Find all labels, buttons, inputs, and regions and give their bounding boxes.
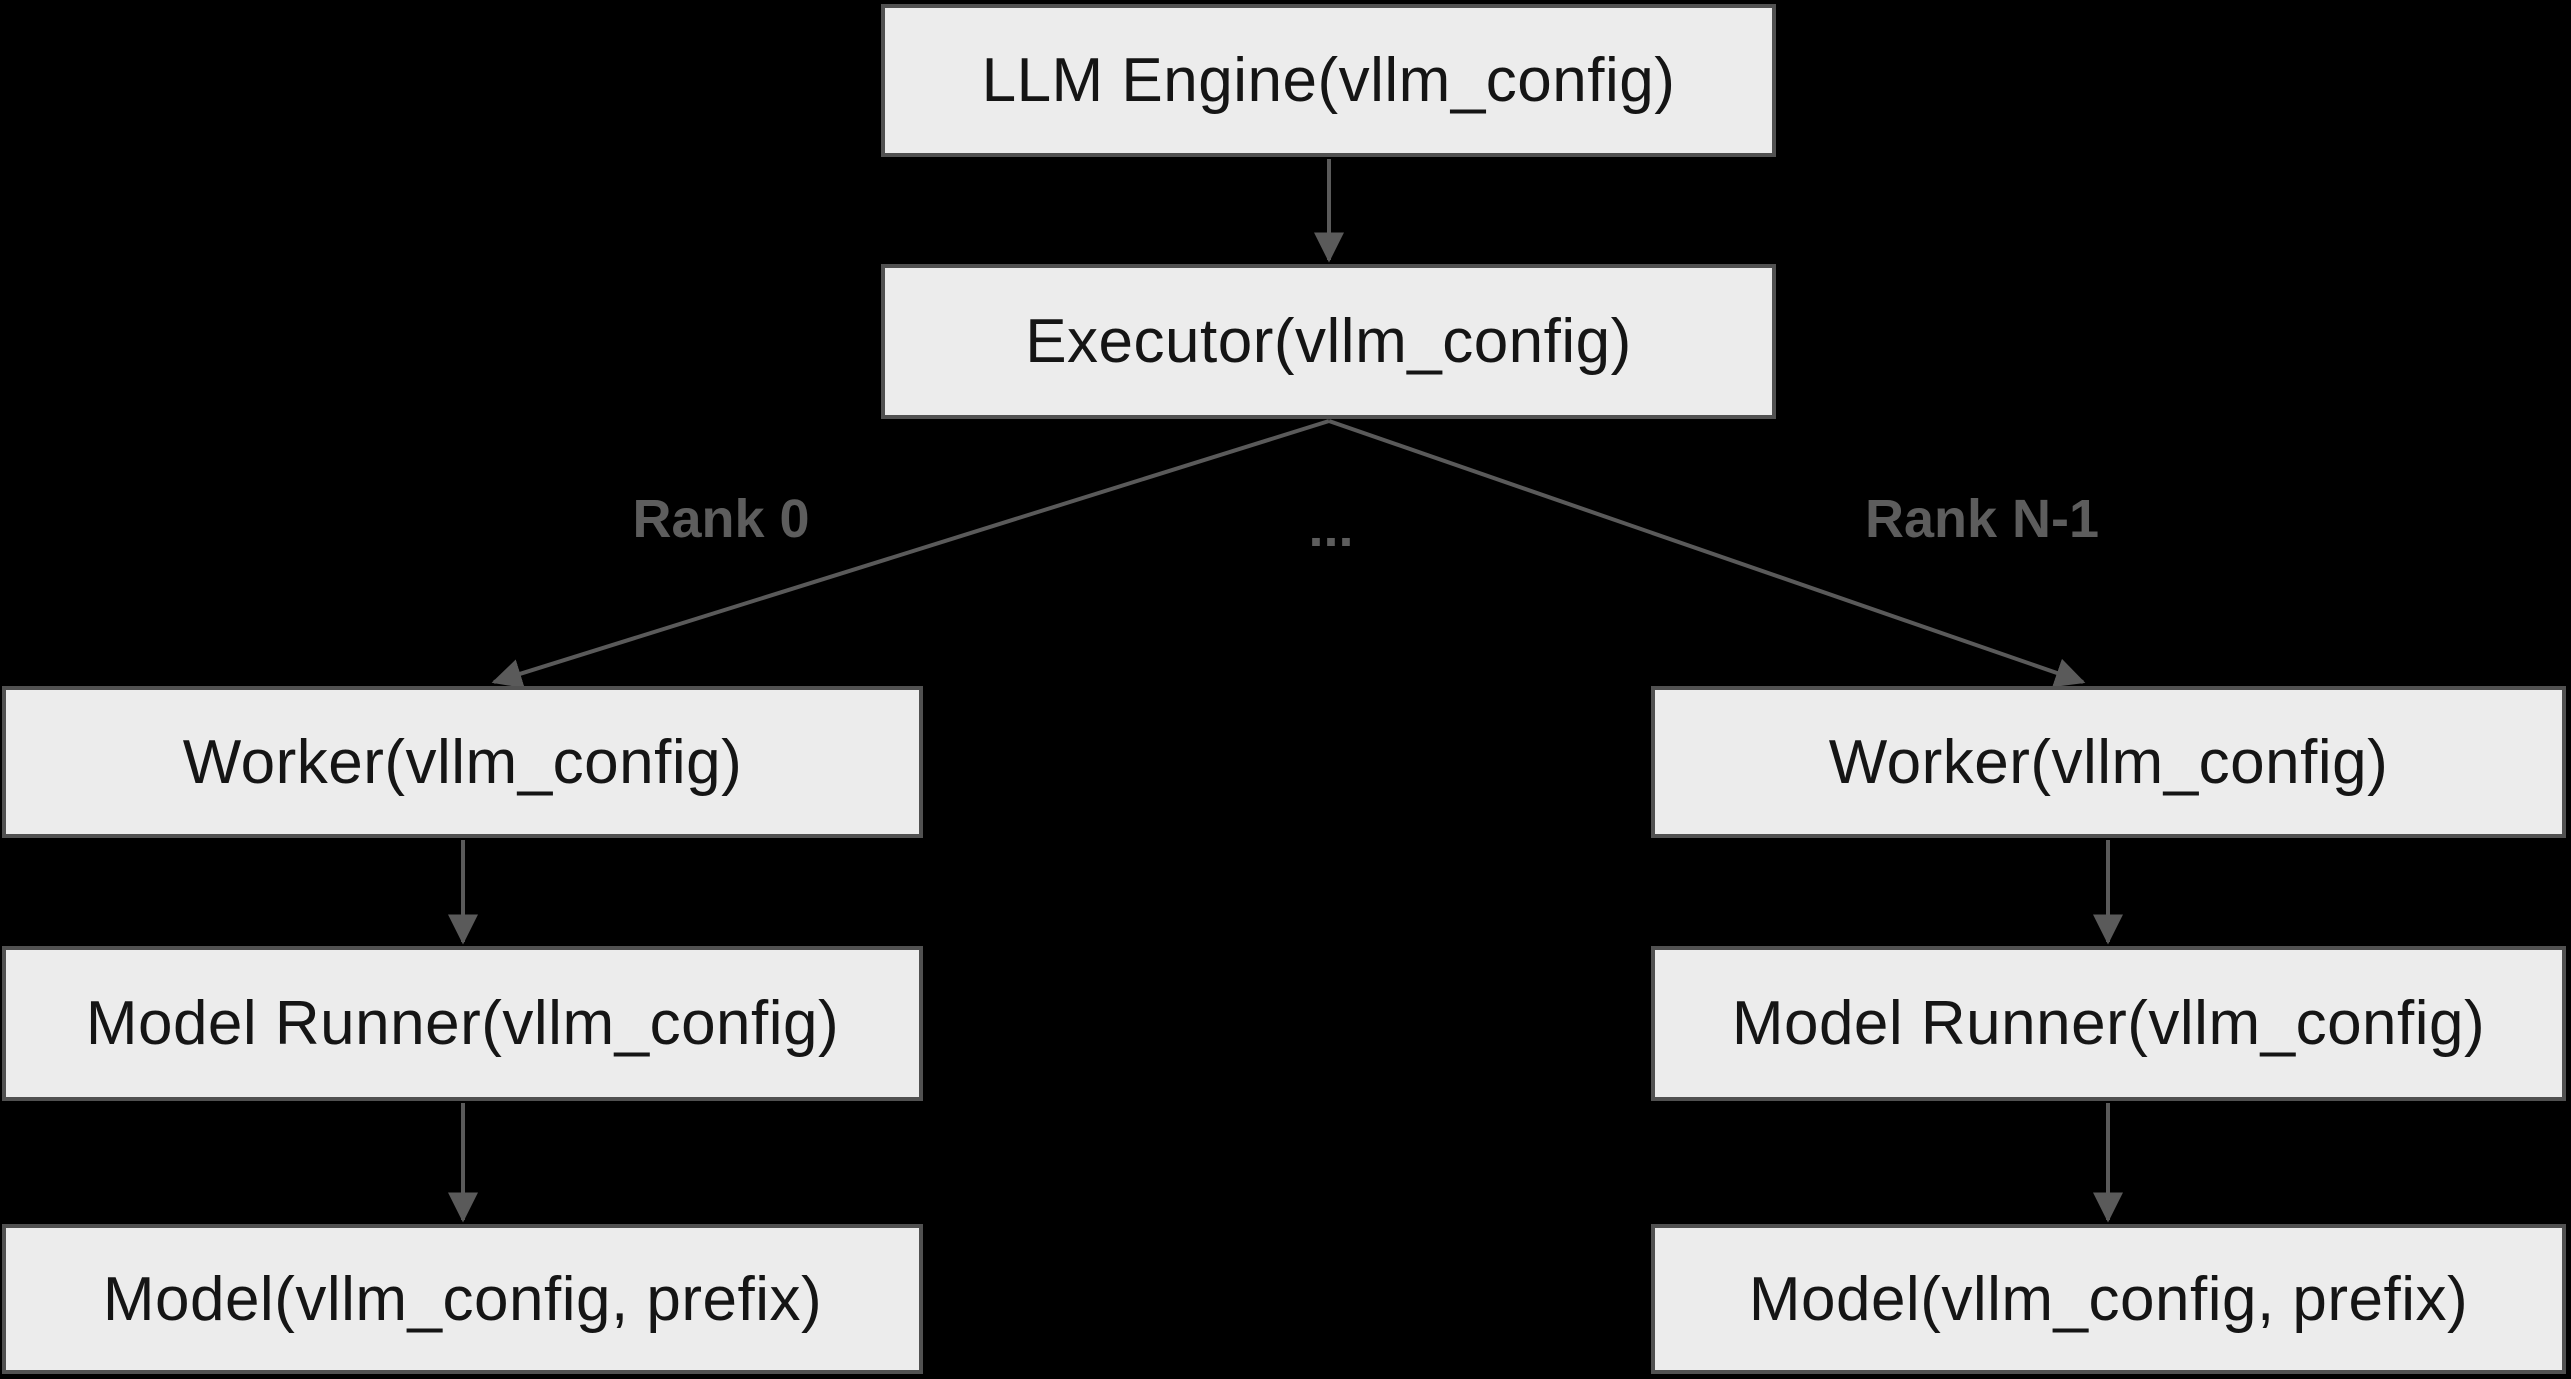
node-llm-engine-label: LLM Engine(vllm_config)	[981, 46, 1676, 115]
node-model-runner-rankn: Model Runner(vllm_config)	[1651, 946, 2566, 1101]
arrow-executor-to-worker-rank0	[491, 419, 1330, 689]
arrow-executor-to-worker-rankn	[1328, 419, 2086, 688]
node-model-runner-rank0: Model Runner(vllm_config)	[2, 946, 923, 1101]
node-model-runner-rankn-label: Model Runner(vllm_config)	[1731, 989, 2486, 1058]
node-model-runner-rank0-label: Model Runner(vllm_config)	[85, 989, 840, 1058]
node-model-rank0: Model(vllm_config, prefix)	[2, 1224, 923, 1374]
node-worker-rankn-label: Worker(vllm_config)	[1828, 727, 2389, 797]
node-model-rankn-label: Model(vllm_config, prefix)	[1748, 1264, 2469, 1334]
node-llm-engine: LLM Engine(vllm_config)	[881, 4, 1776, 157]
node-executor: Executor(vllm_config)	[881, 264, 1776, 419]
node-model-rankn: Model(vllm_config, prefix)	[1651, 1224, 2566, 1374]
edge-label-rank-0: Rank 0	[632, 489, 810, 549]
node-executor-label: Executor(vllm_config)	[1025, 307, 1632, 376]
node-worker-rank0-label: Worker(vllm_config)	[182, 727, 743, 797]
node-worker-rankn: Worker(vllm_config)	[1651, 686, 2566, 838]
node-model-rank0-label: Model(vllm_config, prefix)	[102, 1264, 823, 1334]
edge-label-rank-n-1: Rank N-1	[1864, 489, 2100, 549]
node-worker-rank0: Worker(vllm_config)	[2, 686, 923, 838]
edge-label-ellipsis: ...	[1308, 498, 1354, 558]
